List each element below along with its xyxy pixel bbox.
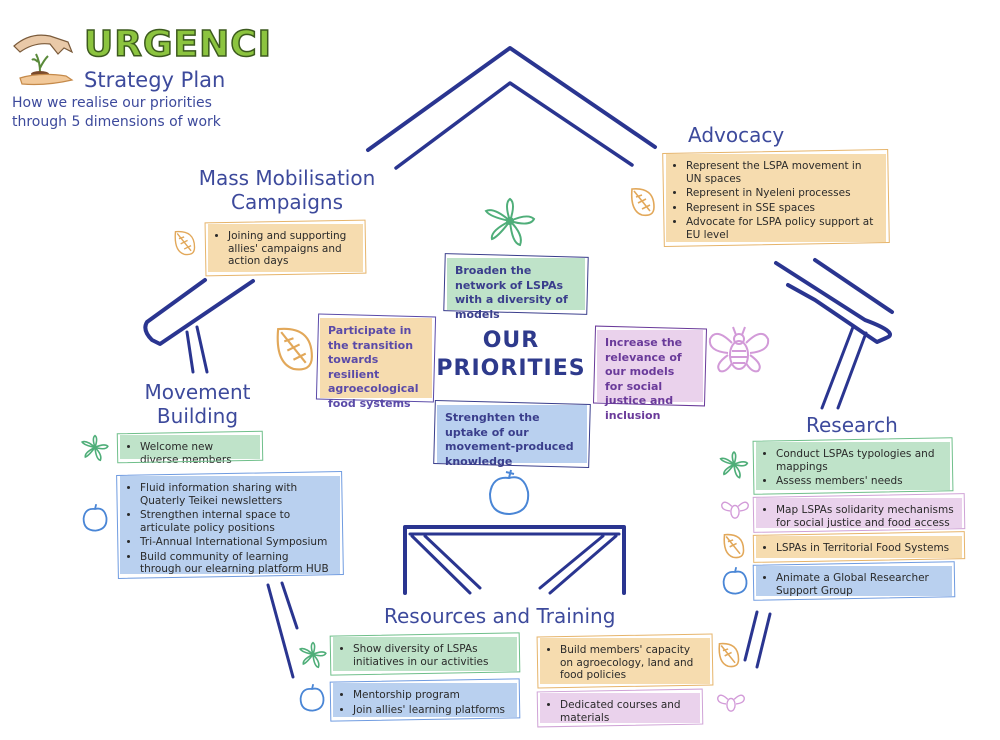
- advocacy-title: Advocacy: [688, 123, 785, 147]
- door-frame: [403, 525, 626, 595]
- research-item: Assess members' needs: [776, 475, 942, 488]
- mass-mobilisation-item: Joining and supporting allies' campaigns…: [228, 230, 355, 268]
- apple-icon: [80, 503, 110, 533]
- research-item: LSPAs in Territorial Food Systems: [776, 542, 954, 555]
- movement-building-green-note: Welcome new diverse members: [120, 435, 260, 466]
- resources-green-note: Show diversity of LSPAs initiatives in o…: [333, 637, 517, 671]
- flower-icon: [718, 451, 750, 481]
- research-title: Research: [806, 413, 898, 437]
- resources-training-title: Resources and Training: [384, 604, 616, 628]
- flower-icon: [482, 197, 538, 251]
- logo-text: URGENCI: [83, 23, 273, 66]
- advocacy-item: Represent the LSPA movement in UN spaces: [686, 160, 878, 185]
- mass-mobilisation-title-line1: Mass Mobilisation: [198, 166, 376, 190]
- resources-item: Dedicated courses and materials: [560, 699, 692, 724]
- movement-building-item: Build community of learning through our …: [140, 551, 332, 576]
- leaf-icon: [721, 531, 747, 561]
- apple-icon: [297, 683, 327, 713]
- our-priorities-line1: OUR: [482, 328, 540, 353]
- roof-inner-line: [394, 81, 634, 170]
- movement-building-title-line1: Movement: [144, 380, 251, 404]
- advocacy-item: Advocate for LSPA policy support at EU l…: [686, 216, 878, 241]
- left-wall-2: [280, 581, 299, 630]
- left-wall-1: [266, 583, 295, 679]
- flower-icon: [80, 434, 110, 464]
- hands-plant-logo-icon: [10, 28, 78, 88]
- research-item: Conduct LSPAs typologies and mappings: [776, 448, 942, 473]
- movement-building-item: Tri-Annual International Symposium: [140, 536, 332, 549]
- door-diagonal-right: [538, 534, 618, 595]
- leaf-icon: [272, 322, 318, 376]
- resources-orange-note: Build members' capacity on agroecology, …: [540, 638, 710, 684]
- research-green-note: Conduct LSPAs typologies and mappings As…: [756, 442, 950, 490]
- research-pink-note: Map LSPAs solidarity mechanisms for soci…: [756, 498, 962, 529]
- our-priorities-line2: PRIORITIES: [436, 356, 586, 381]
- right-wall-1: [743, 610, 759, 662]
- leaf-icon: [716, 640, 742, 670]
- research-item: Animate a Global Researcher Support Grou…: [776, 572, 944, 597]
- movement-building-blue-note: Fluid information sharing with Quaterly …: [120, 476, 340, 576]
- research-orange-note: LSPAs in Territorial Food Systems: [756, 536, 962, 558]
- resources-blue-note: Mentorship program Join allies' learning…: [333, 683, 517, 717]
- research-blue-note: Animate a Global Researcher Support Grou…: [756, 566, 952, 597]
- door-diagonal-left: [410, 534, 482, 595]
- advocacy-item: Represent in Nyeleni processes: [686, 187, 878, 200]
- flower-icon: [298, 641, 328, 671]
- advocacy-note: Represent the LSPA movement in UN spaces…: [666, 154, 886, 242]
- bee-icon: [706, 325, 772, 377]
- left-post-1: [185, 330, 195, 374]
- our-priorities-title: OUR PRIORITIES: [436, 327, 586, 383]
- left-post-2: [195, 325, 209, 374]
- advocacy-item: Represent in SSE spaces: [686, 202, 878, 215]
- bee-icon: [720, 497, 750, 523]
- movement-building-title-line2: Building: [156, 404, 239, 428]
- research-item: Map LSPAs solidarity mechanisms for soci…: [776, 504, 954, 529]
- priority-social-justice: Increase the relevance of our models for…: [597, 330, 703, 422]
- resources-item: Build members' capacity on agroecology, …: [560, 644, 702, 682]
- left-beam: [143, 278, 255, 346]
- resources-item: Mentorship program: [353, 689, 509, 702]
- right-post-2: [836, 331, 868, 410]
- subtitle: Strategy Plan: [84, 68, 226, 92]
- roof-outer-line: [366, 46, 657, 152]
- right-beam: [774, 261, 892, 344]
- bee-icon: [716, 690, 746, 716]
- priority-agroecological-transition: Participate in the transition towards re…: [320, 318, 432, 410]
- priority-broaden-network: Broaden the network of LSPAs with a dive…: [447, 258, 585, 321]
- movement-building-item: Welcome new diverse members: [140, 441, 252, 466]
- priority-knowledge-uptake: Strenghten the uptake of our movement-pr…: [437, 405, 587, 468]
- resources-item: Show diversity of LSPAs initiatives in o…: [353, 643, 509, 668]
- apple-icon: [720, 566, 750, 596]
- tagline-line2: through 5 dimensions of work: [12, 114, 221, 130]
- resources-item: Join allies' learning platforms: [353, 704, 509, 717]
- resources-pink-note: Dedicated courses and materials: [540, 693, 700, 724]
- mass-mobilisation-note: Joining and supporting allies' campaigns…: [208, 224, 363, 272]
- apple-icon: [484, 468, 534, 518]
- right-beam-top: [813, 258, 894, 314]
- mass-mobilisation-title: Mass Mobilisation Campaigns: [182, 166, 392, 214]
- right-post-1: [820, 325, 855, 410]
- movement-building-title: Movement Building: [130, 380, 265, 428]
- movement-building-item: Strengthen internal space to articulate …: [140, 509, 332, 534]
- right-wall-2: [755, 612, 772, 669]
- movement-building-item: Fluid information sharing with Quaterly …: [140, 482, 332, 507]
- leaf-icon: [172, 228, 198, 258]
- tagline: How we realise our priorities through 5 …: [12, 94, 221, 132]
- mass-mobilisation-title-line2: Campaigns: [230, 190, 343, 214]
- leaf-icon: [628, 185, 658, 219]
- tagline-line1: How we realise our priorities: [12, 95, 212, 111]
